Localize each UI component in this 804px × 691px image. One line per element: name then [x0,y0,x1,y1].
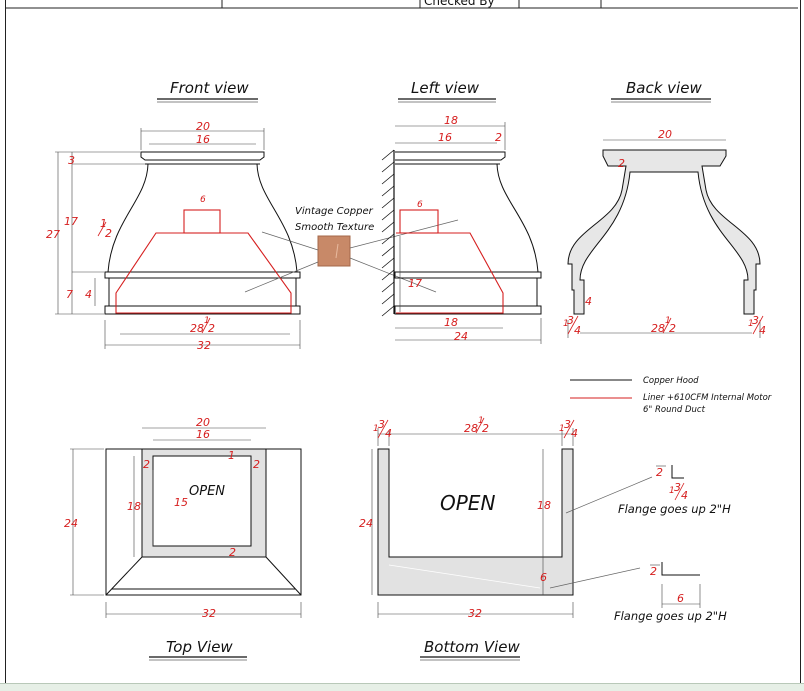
bottom-dim-right-a: 1 [559,424,565,434]
front-dim-top-inner: 16 [196,133,210,146]
flange-upper-dim: 2 [656,466,663,479]
flange-upper-c: 4 [681,489,688,502]
front-dim-duct: 6 [200,195,206,205]
legend-liner-label: Liner +610CFM Internal Motor [643,393,772,403]
flange-upper-note: Flange goes up 2"H [618,502,731,516]
texture-callout: Vintage Copper Smooth Texture [244,206,459,293]
window-bottom-bar [0,683,804,691]
legend: Copper Hood Liner +610CFM Internal Motor… [570,376,772,415]
left-dim-duct: 6 [417,200,423,210]
top-view-title: Top View [166,638,233,656]
front-hood-outline [104,151,301,315]
left-hood-outline [394,151,542,315]
back-dim-foot-a: 1 [563,319,569,329]
top-view: 20 16 2 2 1 18 15 2 24 32 OPEN Top View [64,416,302,661]
bottom-dim-right-c: 4 [571,427,578,440]
front-dim-body: 17 [64,215,78,228]
top-dim-base: 32 [202,607,216,620]
back-dim-lip: 2 [618,157,625,170]
bottom-dim-left-c: 4 [385,427,392,440]
flange-lower-w: 6 [677,592,684,605]
back-view: Back view 20 2 4 1 3 4 28 1 2 1 3 4 [563,79,766,338]
bottom-dim-span-c: 2 [482,422,489,435]
left-dim-top-outer: 18 [444,114,458,127]
bottom-dim-base: 32 [468,607,482,620]
front-dim-liner-base-b: 1 [204,316,210,326]
bottom-dim-span-b: 1 [478,416,484,426]
bottom-view: 1 3 4 28 1 2 1 3 4 24 18 6 32 OPEN Botto… [359,416,578,661]
bottom-view-title: Bottom View [424,638,520,656]
front-dim-height: 27 [46,228,60,241]
top-dim-depth: 18 [127,500,141,513]
bottom-open-label: OPEN [440,491,495,515]
top-dim-back-lip: 2 [229,546,236,559]
front-dim-top-outer: 20 [196,120,210,133]
flange-lower-dim: 2 [650,565,657,578]
back-dim-foot2-c: 4 [759,324,766,337]
left-dim-liner-h: 17 [408,277,422,290]
left-dim-base: 24 [454,330,468,343]
bottom-dim-right-b: 3 [564,418,571,431]
back-dim-foot-h: 4 [585,295,592,308]
back-dim-foot2-b: 3 [752,314,759,327]
flange-upper-b: 3 [674,481,681,494]
bottom-dim-back: 6 [540,571,547,584]
copper-swatch [317,235,351,267]
left-liner [396,209,504,314]
top-dim-side-r: 2 [253,458,260,471]
front-dim-liner-base-c: 2 [208,322,215,335]
left-view: Left view [381,79,542,344]
flange-upper-detail: 2 1 3 4 Flange goes up 2"H [565,465,731,516]
back-dim-foot2-a: 1 [748,319,754,329]
bottom-dim-depth: 24 [359,517,373,530]
front-view: Front view [46,79,301,352]
bottom-dim-left-b: 3 [378,418,385,431]
top-dim-front-lip: 1 [228,449,235,462]
front-dim-liner-base-a: 28 [190,322,204,335]
bottom-dim-left-a: 1 [373,424,379,434]
front-dim-curve-b: 2 [105,227,112,240]
flange-lower-note: Flange goes up 2"H [614,609,727,623]
texture-line1: Vintage Copper [295,206,374,217]
bottom-u-frame [377,448,574,596]
back-dim-span-b: 1 [665,316,671,326]
left-dim-liner-base: 18 [444,316,458,329]
bottom-dim-span-a: 28 [464,422,478,435]
top-dim-outer-w: 20 [196,416,210,429]
back-dim-span-a: 28 [651,322,665,335]
left-view-title: Left view [411,79,480,97]
top-dim-open-depth: 15 [174,496,188,509]
legend-copper-label: Copper Hood [643,376,699,386]
back-dim-top: 20 [658,128,672,141]
checked-by-label: Checked By [424,0,495,8]
flange-upper-a: 1 [669,486,675,496]
top-dim-inner-w: 16 [196,428,210,441]
wall-hatch [381,149,395,317]
front-dim-base: 32 [197,339,211,352]
back-dim-foot-c: 4 [574,324,581,337]
front-dim-collar: 3 [68,154,75,167]
top-open-label: OPEN [189,484,225,499]
left-dim-top-inner: 16 [438,131,452,144]
back-dim-span-c: 2 [669,322,676,335]
left-dim-lip: 2 [495,131,502,144]
legend-duct-label: 6" Round Duct [643,405,706,415]
texture-line2: Smooth Texture [295,222,374,233]
title-block [6,0,798,9]
back-view-title: Back view [626,79,702,97]
flange-lower-detail: 2 6 Flange goes up 2"H [549,562,727,623]
back-frame-shape [567,149,761,315]
top-dim-total-d: 24 [64,517,78,530]
back-dim-foot-b: 3 [567,314,574,327]
front-dim-band: 7 [66,288,73,301]
front-dim-curve-a: 1 [100,217,107,230]
front-dim-band-inner: 4 [85,288,92,301]
front-view-title: Front view [170,79,249,97]
top-dim-side-l: 2 [143,458,150,471]
front-liner [115,209,292,314]
bottom-dim-inner: 18 [537,499,551,512]
